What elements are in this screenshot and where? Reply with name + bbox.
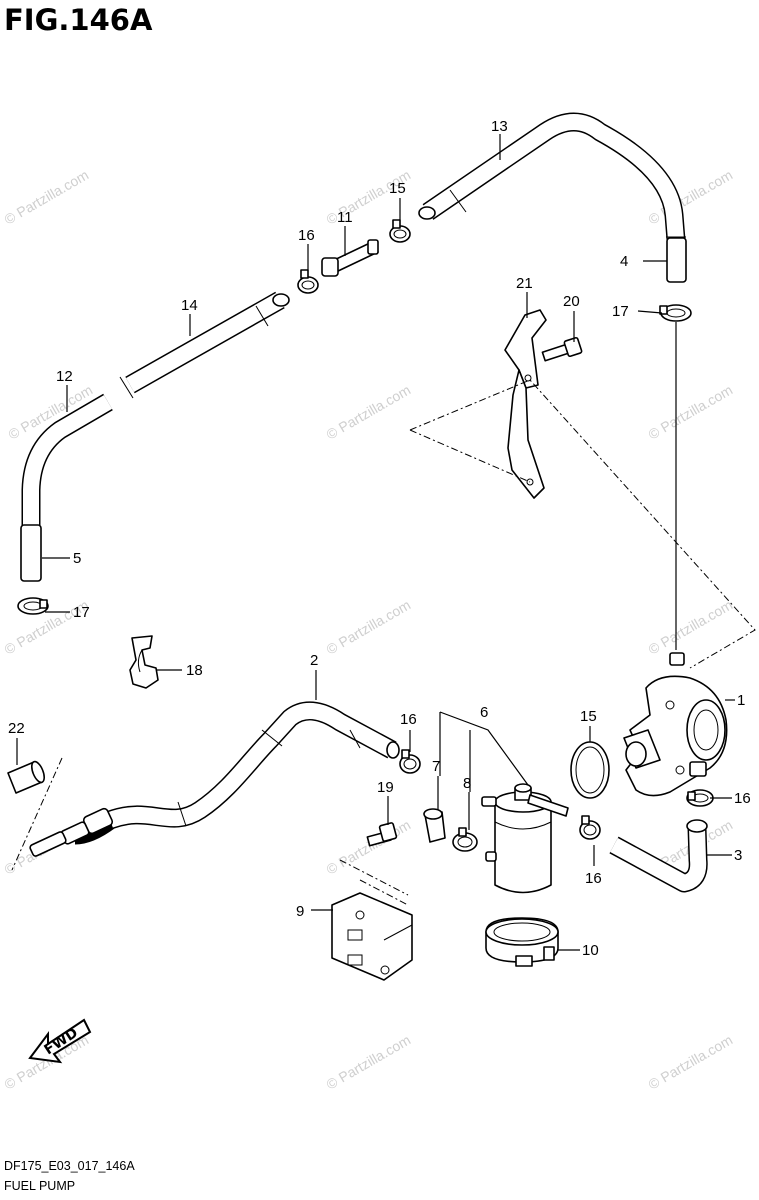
callout-2: 2 bbox=[310, 652, 318, 669]
callout-14: 14 bbox=[181, 297, 198, 314]
bracket-21 bbox=[504, 309, 547, 499]
watermark: © Partzilla.com bbox=[324, 382, 414, 443]
clamp-17 bbox=[17, 597, 49, 615]
hose-13 bbox=[418, 112, 686, 241]
sleeve-7 bbox=[423, 808, 446, 843]
watermark: © Partzilla.com bbox=[646, 382, 736, 443]
hose-2 bbox=[74, 701, 400, 845]
callout-13: 13 bbox=[491, 118, 508, 135]
callout-18: 18 bbox=[186, 662, 203, 679]
watermark: © Partzilla.com bbox=[324, 1032, 414, 1093]
hose-5 bbox=[20, 524, 42, 582]
clamp-16 bbox=[389, 219, 411, 243]
clamp-8 bbox=[452, 827, 478, 852]
clip-18 bbox=[129, 635, 159, 689]
callout-16: 16 bbox=[298, 227, 315, 244]
callout-6: 6 bbox=[480, 704, 488, 721]
hose-4 bbox=[666, 237, 687, 283]
callout-17: 17 bbox=[612, 303, 629, 320]
fuel-pump-1 bbox=[623, 652, 728, 797]
bracket-9 bbox=[331, 892, 413, 981]
clamp-16 bbox=[686, 789, 714, 807]
callout-10: 10 bbox=[582, 942, 599, 959]
callout-16: 16 bbox=[734, 790, 751, 807]
callout-4: 4 bbox=[620, 253, 628, 270]
callout-22: 22 bbox=[8, 720, 25, 737]
callout-20: 20 bbox=[563, 293, 580, 310]
hose-14 bbox=[119, 291, 290, 399]
callout-7: 7 bbox=[432, 758, 440, 775]
callout-8: 8 bbox=[463, 775, 471, 792]
figure-code: DF175_E03_017_146A bbox=[4, 1159, 135, 1173]
figure-title: FIG.146A bbox=[4, 3, 153, 37]
callout-16: 16 bbox=[585, 870, 602, 887]
callout-15: 15 bbox=[580, 708, 597, 725]
callout-19: 19 bbox=[377, 779, 394, 796]
callout-1: 1 bbox=[737, 692, 745, 709]
fuel-filter-6 bbox=[481, 783, 569, 894]
watermark: © Partzilla.com bbox=[646, 597, 736, 658]
hose-12 bbox=[21, 393, 113, 525]
callout-12: 12 bbox=[56, 368, 73, 385]
figure-name: FUEL PUMP bbox=[4, 1179, 75, 1193]
watermark: © Partzilla.com bbox=[324, 597, 414, 658]
bolt-19 bbox=[366, 822, 398, 847]
clamp-17 bbox=[659, 304, 692, 322]
callout-17: 17 bbox=[73, 604, 90, 621]
clamp-16 bbox=[399, 749, 421, 774]
watermark: © Partzilla.com bbox=[324, 817, 414, 878]
leader-lines bbox=[11, 134, 756, 951]
callout-16: 15 bbox=[389, 180, 406, 197]
band-10 bbox=[485, 917, 559, 967]
hose-3 bbox=[609, 819, 708, 893]
watermark: © Partzilla.com bbox=[2, 167, 92, 228]
callout-3: 3 bbox=[734, 847, 742, 864]
callout-21: 21 bbox=[516, 275, 533, 292]
watermark: © Partzilla.com bbox=[646, 1032, 736, 1093]
clamp-16 bbox=[297, 269, 319, 294]
sleeve-22 bbox=[7, 760, 46, 794]
callout-5: 5 bbox=[73, 550, 81, 567]
o-ring-15 bbox=[570, 741, 610, 799]
clamp-16 bbox=[579, 815, 601, 840]
callouts: 13 4 17 15 11 16 14 12 5 17 18 21 20 2 2… bbox=[8, 118, 751, 959]
callout-9: 9 bbox=[296, 903, 304, 920]
connector-11 bbox=[321, 239, 379, 277]
bolt-20 bbox=[541, 336, 583, 362]
callout-11: 11 bbox=[337, 209, 353, 226]
callout-16: 16 bbox=[400, 711, 417, 728]
fuel-connector bbox=[29, 807, 114, 857]
